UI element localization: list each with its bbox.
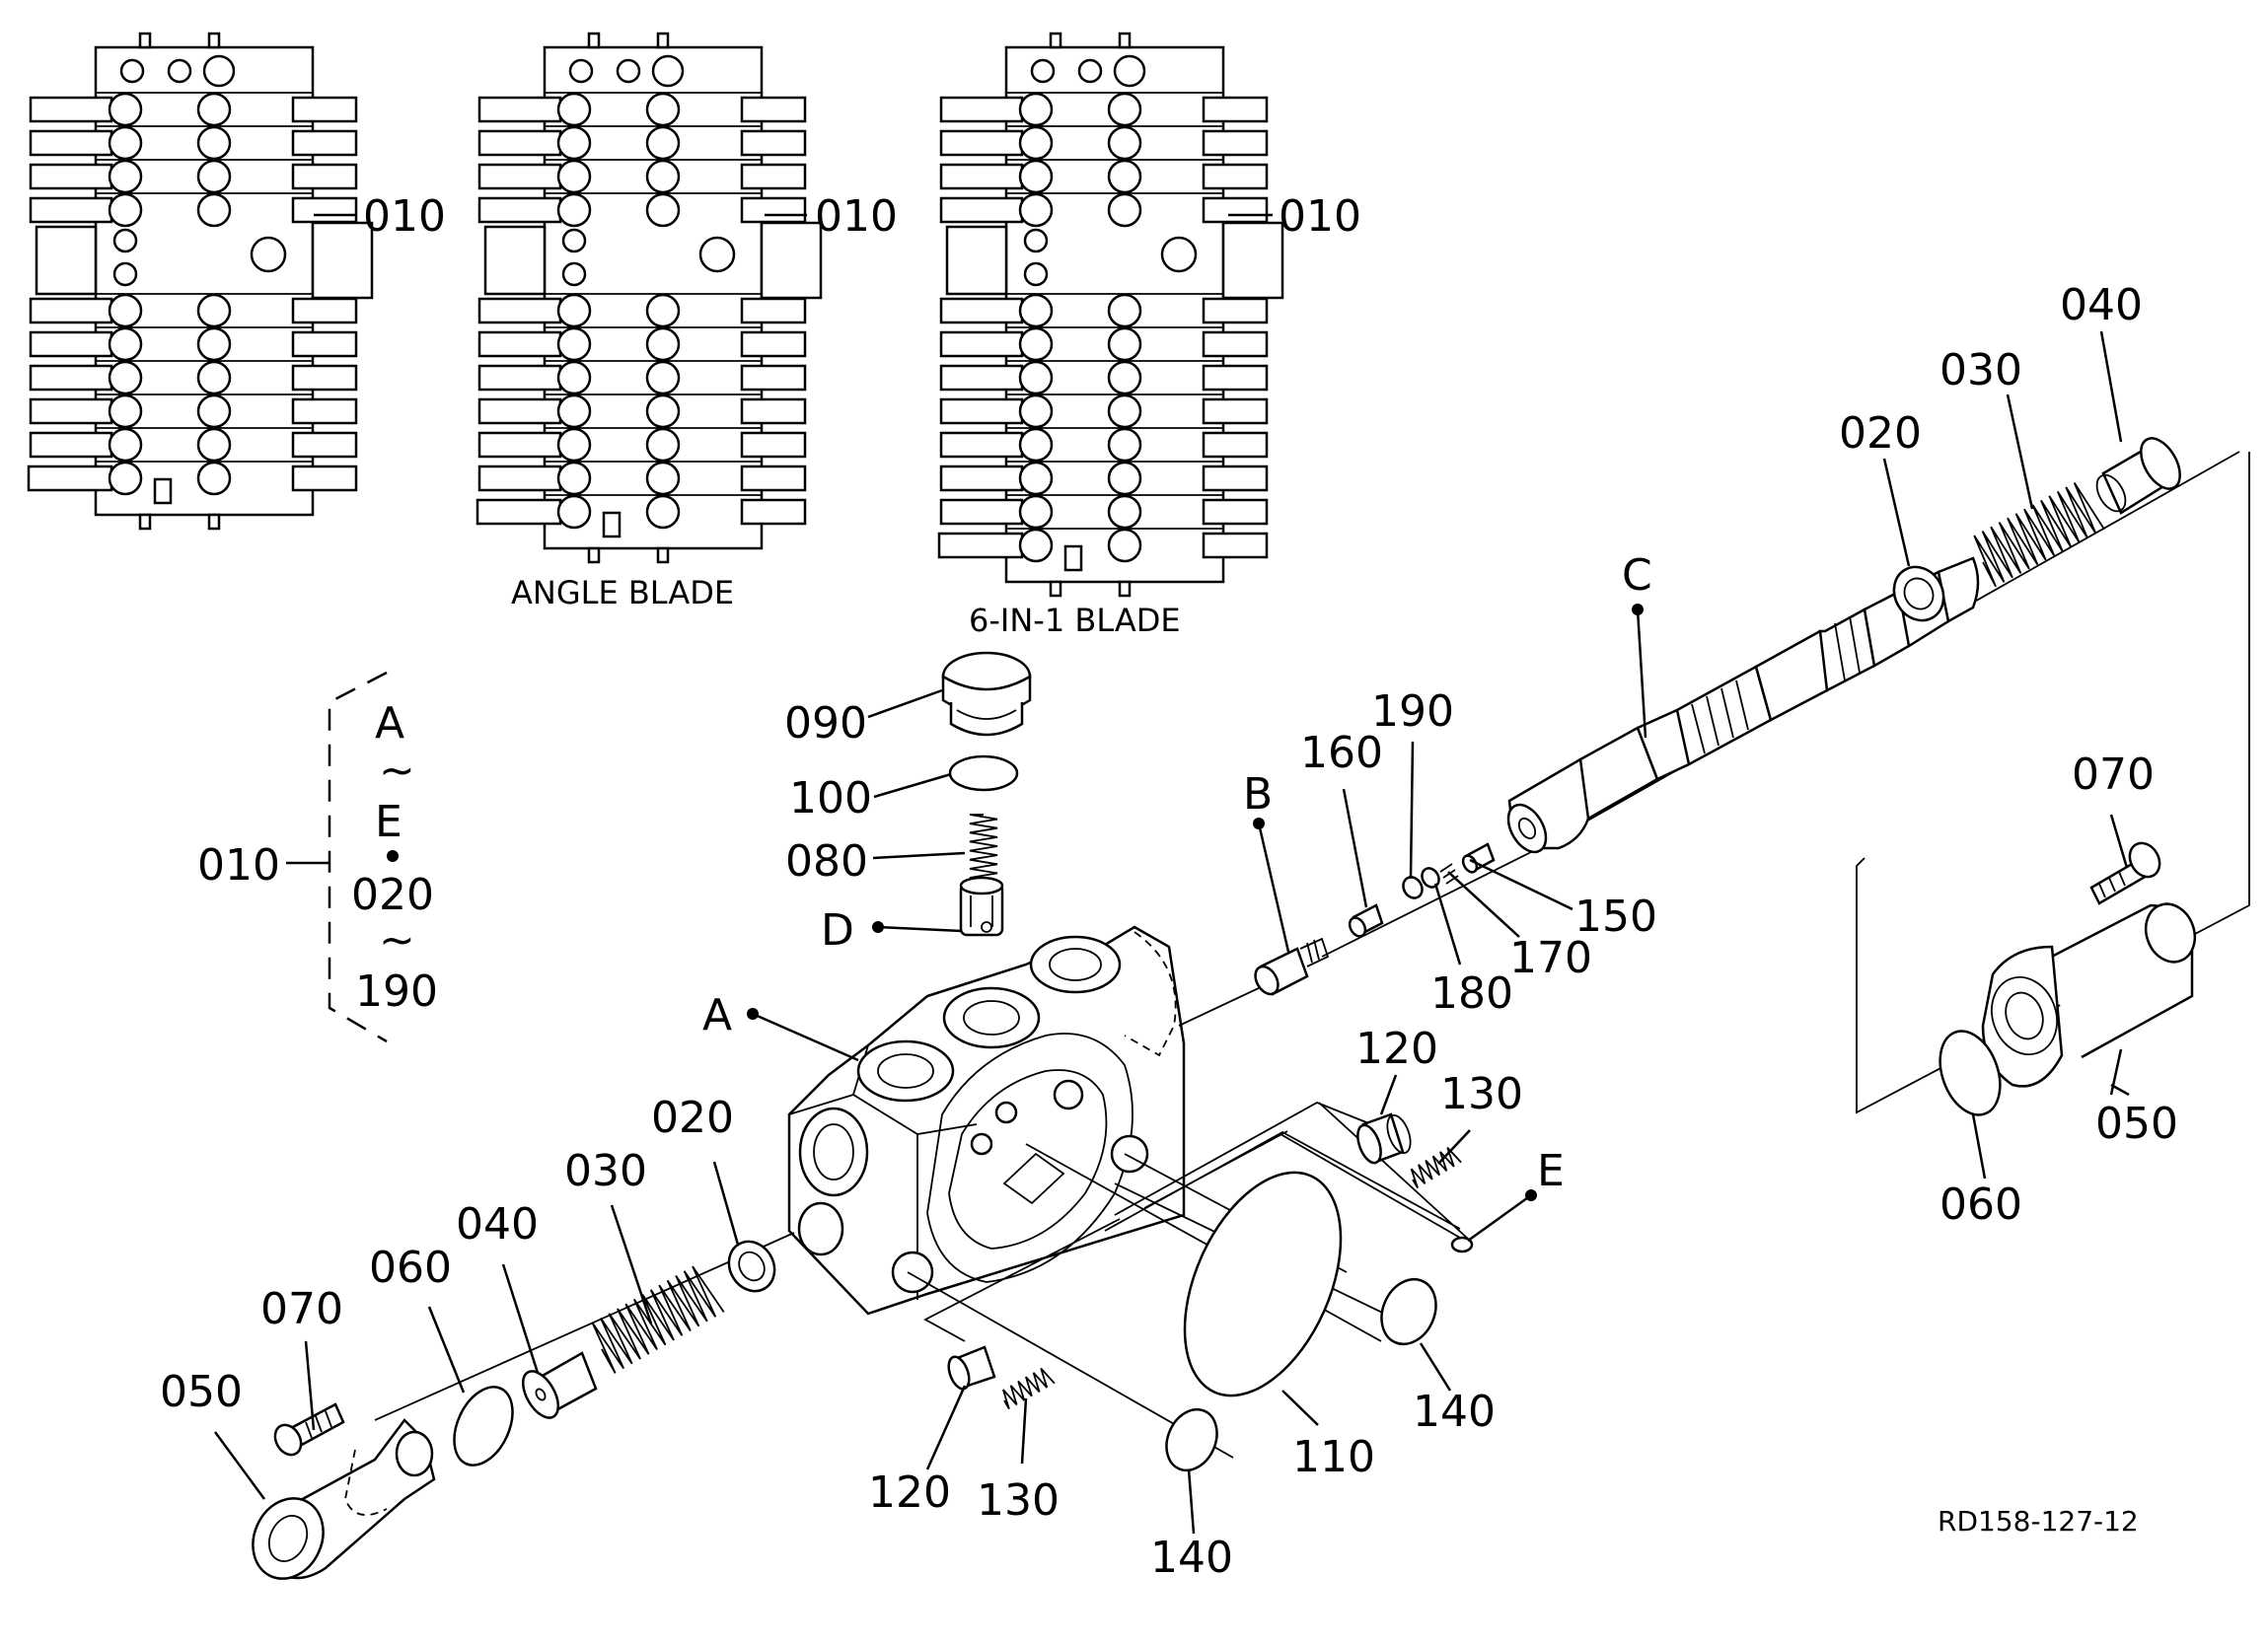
- callout-050-left: 050: [160, 1367, 243, 1417]
- assembly-std-drawing: [27, 32, 374, 531]
- callout-060-left: 060: [369, 1243, 452, 1293]
- check-ball-e: [1450, 1236, 1474, 1253]
- callout-110: 110: [1292, 1432, 1375, 1482]
- plug-090: [941, 651, 1032, 737]
- callout-b: B: [1243, 769, 1273, 820]
- piston-d: [959, 876, 1004, 937]
- small-parts-b-group: [1254, 842, 1496, 996]
- part-040-left: [521, 1351, 598, 1419]
- callout-140-left: 140: [1150, 1533, 1233, 1583]
- oring-060-right: [1939, 1030, 2002, 1116]
- oring-100: [948, 754, 1019, 792]
- callout-100: 100: [789, 773, 872, 823]
- callout-040-left: 040: [456, 1199, 539, 1250]
- callout-020-right: 020: [1839, 408, 1922, 459]
- callout-030-right: 030: [1939, 345, 2022, 395]
- assembly-angle-drawing: [476, 32, 823, 564]
- oring-060-left: [453, 1386, 514, 1467]
- range-to-part: 190: [355, 966, 438, 1017]
- drawing-code: RD158-127-12: [1938, 1505, 2139, 1538]
- callout-160: 160: [1300, 728, 1383, 778]
- part-020-right: [1892, 565, 1945, 622]
- part-020-left: [727, 1240, 776, 1293]
- plunger-120-left: [947, 1345, 996, 1391]
- range-to-letter: E: [375, 797, 402, 847]
- callout-010-six: 010: [1279, 191, 1361, 242]
- spring-080: [969, 814, 998, 879]
- callout-labels: 090 100 080 D A B 160 190 C 150 170 180 …: [160, 280, 2178, 1583]
- callout-130-left: 130: [977, 1475, 1060, 1526]
- callout-c: C: [1622, 550, 1652, 601]
- assembly-six-drawing: [937, 32, 1284, 598]
- assembly-6-in-1-blade: 010 6-IN-1 BLADE: [969, 191, 1361, 639]
- assembly-angle-blade: 010 ANGLE BLADE: [511, 191, 898, 611]
- valve-section-body: [787, 925, 1186, 1316]
- caption-angle-blade: ANGLE BLADE: [511, 574, 734, 611]
- callout-140-right: 140: [1413, 1387, 1496, 1437]
- callout-060-right: 060: [1939, 1180, 2022, 1230]
- plunger-120-right: [1356, 1112, 1412, 1165]
- callout-leaders: [213, 330, 2130, 1535]
- oring-110: [1183, 1171, 1343, 1397]
- assembly-std: 010: [314, 191, 446, 242]
- callout-150: 150: [1574, 892, 1657, 942]
- callout-170: 170: [1509, 933, 1592, 983]
- bolt-070-right: [2089, 841, 2161, 905]
- caption-6-in-1-blade: 6-IN-1 BLADE: [969, 602, 1181, 639]
- callout-090: 090: [784, 698, 867, 749]
- cover-050-left: [252, 1418, 436, 1580]
- range-part: 010: [197, 840, 280, 891]
- callout-070-left: 070: [260, 1284, 343, 1334]
- range-note: 010 A ~ E 020 ~ 190: [197, 671, 438, 1043]
- range-from-letter: A: [375, 698, 404, 749]
- spring-130-right: [1410, 1146, 1462, 1189]
- bolt-070-left: [273, 1402, 345, 1457]
- part-040-right: [2095, 437, 2181, 515]
- part-030-left-spring: [591, 1265, 725, 1374]
- callout-070-right: 070: [2072, 750, 2155, 800]
- callout-d: D: [821, 905, 854, 956]
- range-from-part: 020: [351, 870, 434, 920]
- callout-020-left: 020: [651, 1093, 734, 1143]
- oring-140-left: [1165, 1407, 1218, 1472]
- callout-e: E: [1537, 1146, 1565, 1196]
- callout-180: 180: [1430, 968, 1513, 1019]
- callout-040-right: 040: [2060, 280, 2143, 330]
- cover-050-right: [1856, 452, 2250, 1114]
- range-tilde-1: ~: [379, 746, 415, 796]
- callout-190: 190: [1371, 686, 1454, 737]
- part-030-right-spring: [1973, 482, 2105, 588]
- oring-140-right: [1380, 1277, 1437, 1346]
- callout-130-right: 130: [1440, 1069, 1523, 1119]
- callout-a: A: [702, 990, 732, 1040]
- callout-010-std: 010: [363, 191, 446, 242]
- range-tilde-2: ~: [379, 915, 415, 966]
- callout-030-left: 030: [564, 1146, 647, 1196]
- spool-assembly: [1506, 556, 1980, 854]
- callout-120-left: 120: [868, 1467, 951, 1518]
- callout-120-right: 120: [1355, 1024, 1438, 1074]
- callout-050-right: 050: [2095, 1099, 2178, 1149]
- callout-010-angle: 010: [815, 191, 898, 242]
- callout-080: 080: [785, 836, 868, 887]
- spring-130-left: [1002, 1367, 1056, 1410]
